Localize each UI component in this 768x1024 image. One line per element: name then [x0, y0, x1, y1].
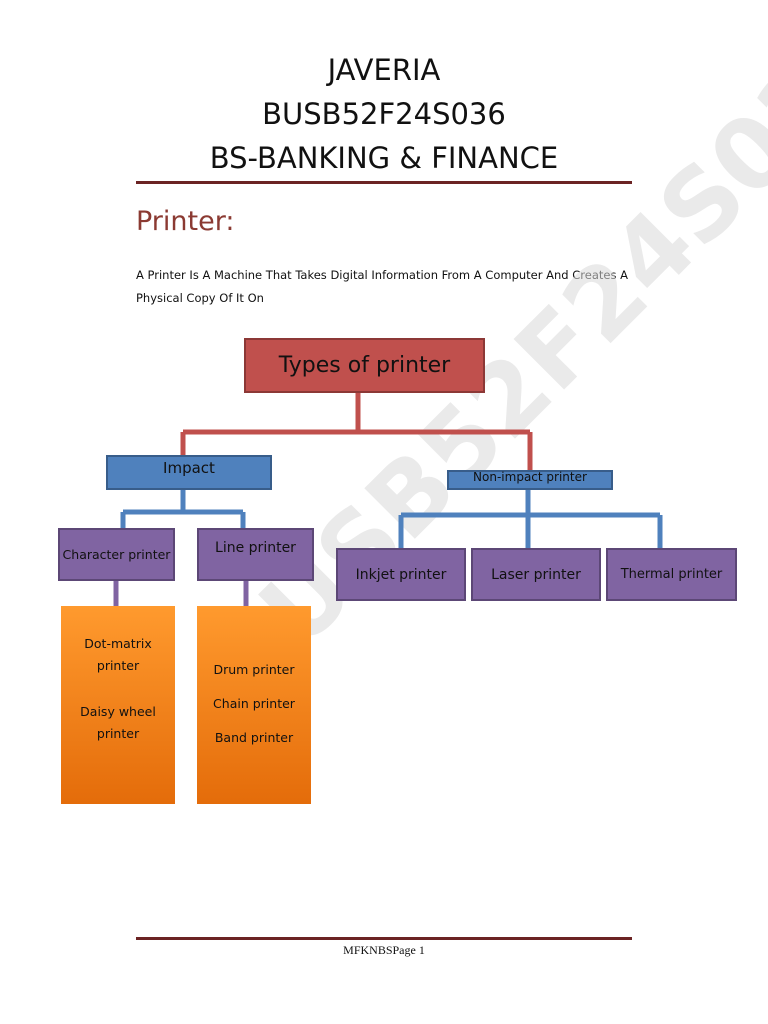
- laser-printer-box: Laser printer: [471, 548, 601, 601]
- thermal-printer-box: Thermal printer: [606, 548, 737, 601]
- character-printer-box: Character printer: [58, 528, 175, 581]
- non-impact-box: Non-impact printer: [447, 470, 613, 490]
- header-rule: [136, 181, 632, 184]
- chain-printer-label: Chain printer: [213, 696, 295, 711]
- page-footer: MFKNBSPage 1: [343, 943, 425, 957]
- line-examples-box: Drum printer Chain printer Band printer: [197, 606, 311, 804]
- impact-box: Impact: [106, 455, 272, 490]
- types-of-printer-box: Types of printer: [244, 338, 485, 393]
- program-title: BS-BANKING & FINANCE: [209, 141, 559, 175]
- author-name: JAVERIA: [327, 53, 441, 87]
- section-paragraph: A Printer Is A Machine That Takes Digita…: [136, 268, 628, 305]
- inkjet-printer-box: Inkjet printer: [336, 548, 466, 601]
- drum-printer-label: Drum printer: [213, 662, 295, 677]
- section-heading: Printer:: [136, 206, 235, 237]
- daisy-wheel-label: Daisy wheel printer: [80, 704, 156, 741]
- footer-rule: [136, 937, 632, 940]
- character-examples-box: Dot-matrix printer Daisy wheel printer: [61, 606, 175, 804]
- student-id: BUSB52F24S036: [262, 97, 506, 131]
- line-printer-box: Line printer: [197, 528, 314, 581]
- dot-matrix-label: Dot-matrix printer: [84, 636, 152, 673]
- band-printer-label: Band printer: [214, 730, 294, 745]
